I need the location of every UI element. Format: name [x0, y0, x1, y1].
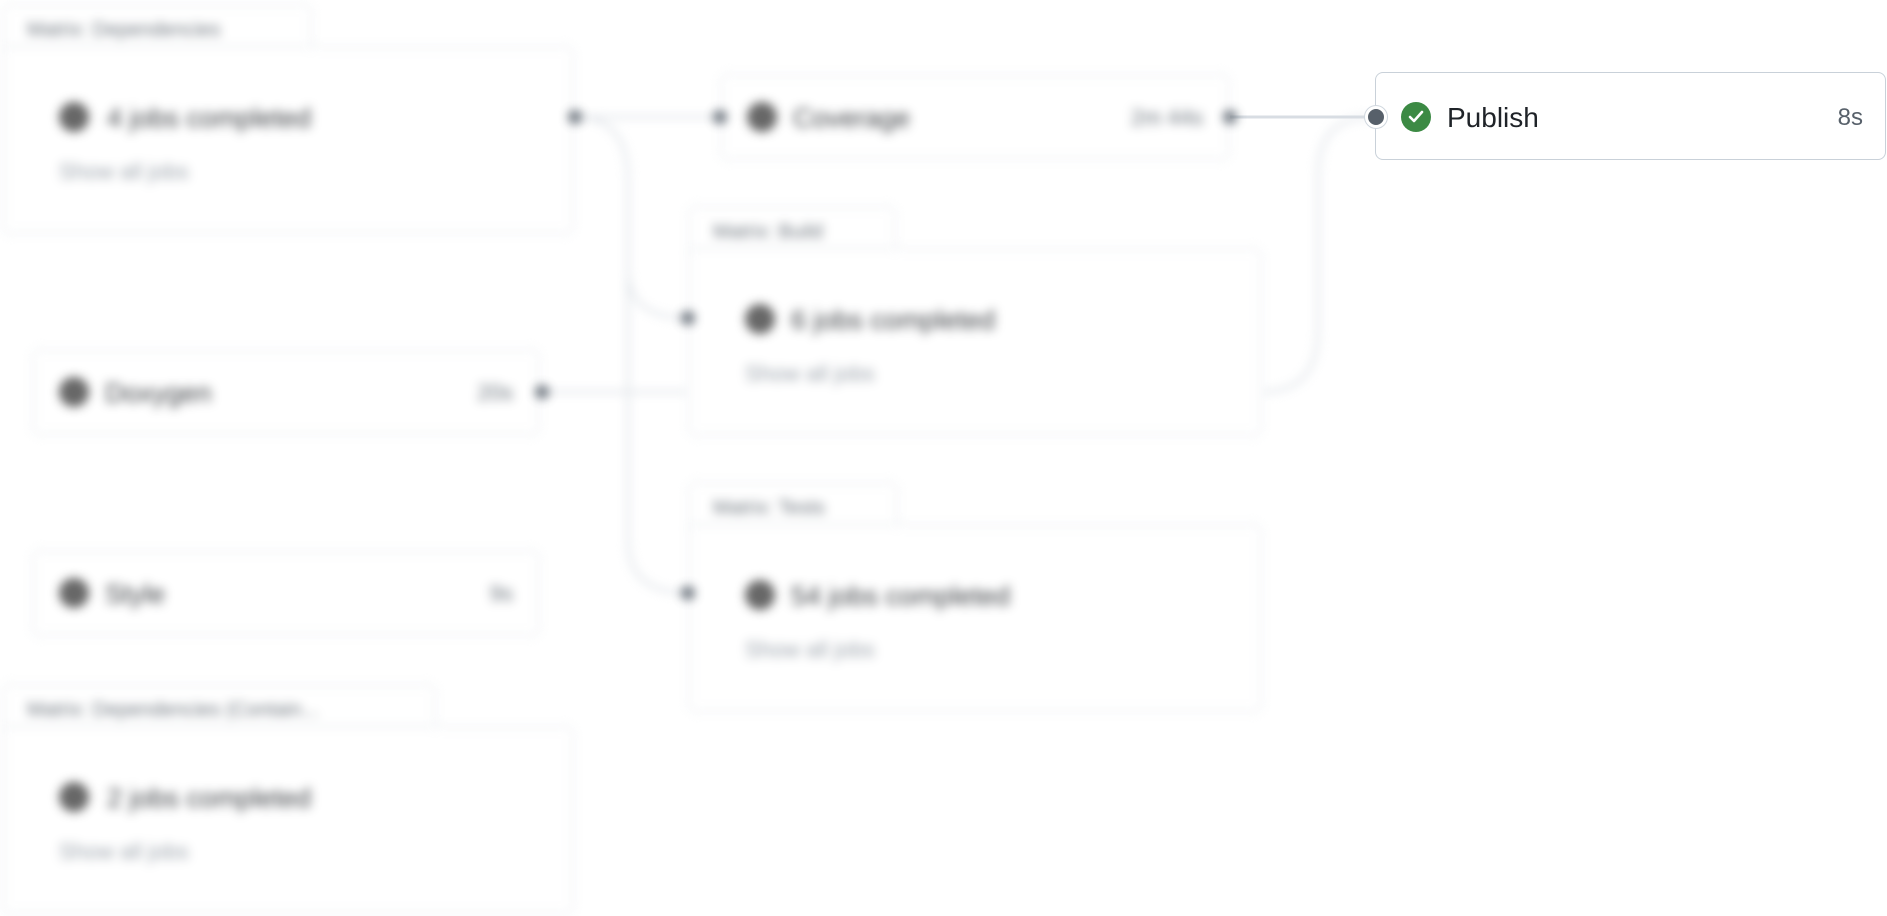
- show-all-jobs-link[interactable]: Show all jobs: [59, 159, 189, 184]
- job-doxygen[interactable]: Doxygen 20s: [32, 349, 540, 435]
- matrix-card-dependencies-container[interactable]: 2 jobs completed Show all jobs: [2, 726, 574, 914]
- wire-dependencies-build: [574, 115, 689, 320]
- job-name: Publish: [1447, 102, 1539, 133]
- matrix-card-dependencies[interactable]: 4 jobs completed Show all jobs: [2, 46, 574, 234]
- dot-doxygen-out: [535, 385, 549, 399]
- status-icon: [747, 102, 777, 132]
- group-summary: 6 jobs completed: [791, 305, 996, 335]
- job-coverage[interactable]: Coverage 2m 44s: [720, 74, 1230, 160]
- status-icon: [59, 578, 89, 608]
- job-duration: 2m 44s: [1130, 105, 1203, 130]
- show-all-jobs-link[interactable]: Show all jobs: [59, 839, 189, 864]
- matrix-card-tests[interactable]: 54 jobs completed Show all jobs: [688, 524, 1262, 712]
- status-icon: [59, 377, 89, 407]
- job-duration: 8s: [1837, 104, 1863, 131]
- group-summary: 54 jobs completed: [791, 581, 1011, 611]
- dot-coverage-out: [1223, 110, 1237, 124]
- job-name: Style: [105, 579, 166, 609]
- wire-build-publish: [1261, 115, 1373, 394]
- group-summary: 4 jobs completed: [107, 103, 312, 133]
- job-style[interactable]: Style 9s: [32, 550, 540, 636]
- dot-tests-in: [681, 586, 695, 600]
- wire-dependencies-tests: [626, 250, 689, 595]
- status-icon: [745, 304, 775, 334]
- matrix-tab-tests: Matrix: Tests: [688, 482, 898, 528]
- status-icon: [59, 782, 89, 812]
- matrix-tab-build: Matrix: Build: [688, 206, 896, 252]
- job-duration: 9s: [489, 581, 513, 606]
- show-all-jobs-link[interactable]: Show all jobs: [745, 637, 875, 662]
- show-all-jobs-link[interactable]: Show all jobs: [745, 361, 875, 386]
- status-icon: [745, 580, 775, 610]
- dot-dependencies-out: [568, 110, 582, 124]
- matrix-card-build[interactable]: 6 jobs completed Show all jobs: [688, 248, 1262, 436]
- dot-build-in: [681, 311, 695, 325]
- group-summary: 2 jobs completed: [107, 783, 312, 813]
- job-name: Coverage: [793, 103, 911, 133]
- job-name: Doxygen: [105, 378, 212, 408]
- matrix-tab-dependencies-container: Matrix: Dependencies (Contain...: [2, 684, 436, 730]
- status-icon: [59, 102, 89, 132]
- dot-coverage-in: [713, 110, 727, 124]
- job-duration: 20s: [477, 380, 513, 405]
- matrix-tab-dependencies: Matrix: Dependencies: [2, 4, 312, 50]
- job-publish[interactable]: Publish 8s: [1375, 72, 1886, 160]
- check-circle-icon: [1401, 102, 1431, 132]
- dot-publish-in: [1365, 106, 1387, 128]
